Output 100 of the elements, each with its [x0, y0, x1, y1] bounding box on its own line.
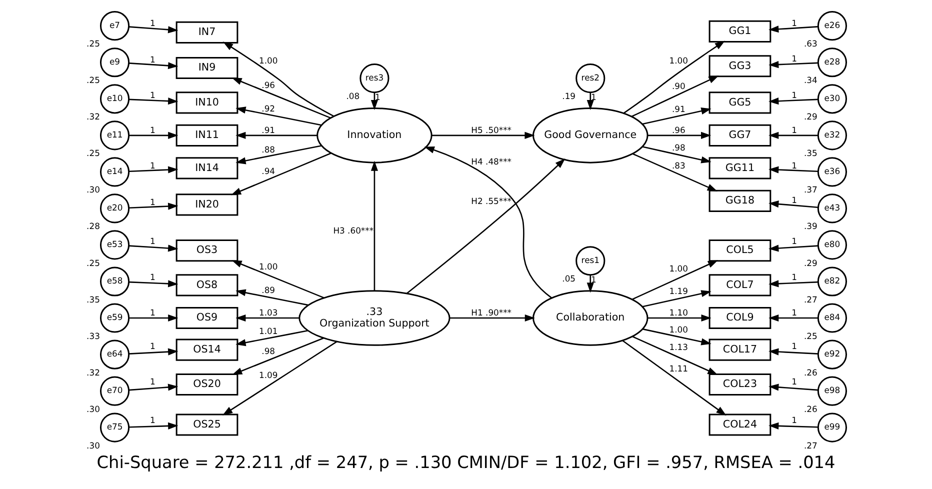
arrow: [648, 314, 712, 322]
node-circle: e9: [100, 48, 130, 78]
arrow: [129, 244, 178, 252]
arrow: [230, 152, 332, 196]
arrow: [768, 166, 818, 174]
node-label: .25: [804, 330, 818, 341]
arrow: [632, 153, 718, 192]
node-box: IN14: [176, 157, 238, 180]
node-label: .63: [804, 38, 818, 49]
node-box: GG1: [708, 20, 772, 43]
node-circle: e28: [817, 48, 847, 78]
node-circle: e7: [100, 11, 130, 41]
node-circle: e10: [100, 84, 130, 114]
arrow: [236, 106, 322, 126]
node-label: .25: [86, 38, 100, 49]
node-box: IN20: [176, 194, 238, 216]
node-circle: e59: [100, 303, 130, 333]
edge-label: 1: [150, 54, 156, 65]
arrow: [129, 280, 178, 288]
node-label: .35: [804, 148, 818, 158]
arrow: [424, 146, 552, 298]
arrow: [129, 202, 178, 210]
edge-label: 1.00: [669, 324, 688, 334]
node-circle: e84: [817, 303, 847, 333]
node-ellipse: .33 Organization Support: [298, 290, 450, 346]
node-circle: e92: [817, 340, 847, 370]
node-circle: res2: [576, 64, 606, 94]
node-box: IN9: [176, 56, 238, 80]
arrow: [768, 348, 818, 356]
node-label: .30: [86, 404, 100, 414]
arrow: [236, 314, 300, 322]
arrow: [222, 341, 338, 416]
node-label: .30: [86, 184, 100, 195]
edge-label: 1: [590, 92, 596, 102]
arrow: [129, 314, 178, 322]
arrow: [632, 336, 718, 375]
edge-label: 1: [792, 272, 797, 282]
node-box: COL5: [708, 240, 772, 262]
edge-label: .96: [262, 80, 276, 90]
edge-label: .91: [262, 124, 276, 135]
arrow: [623, 40, 726, 114]
edge-label: .90: [672, 80, 686, 91]
arrow: [768, 422, 818, 430]
arrow: [768, 200, 818, 208]
edge-label: 1: [150, 160, 156, 170]
arrow: [768, 280, 818, 288]
node-circle: e70: [100, 376, 130, 406]
node-box: GG3: [708, 55, 772, 78]
arrow: [129, 422, 178, 430]
arrow: [370, 160, 378, 291]
node-ellipse: Good Governance: [532, 108, 648, 164]
arrow: [642, 328, 712, 346]
arrow: [232, 337, 324, 375]
arrow: [129, 132, 178, 139]
arrow: [236, 145, 322, 164]
arrow: [129, 348, 178, 356]
edge-label: 1.00: [258, 56, 278, 66]
node-box: OS8: [176, 274, 238, 296]
arrow: [450, 314, 535, 322]
node-circle: e30: [817, 84, 847, 114]
arrow: [222, 42, 334, 117]
edge-label: 1: [150, 341, 156, 352]
arrow: [129, 384, 178, 391]
caption: Chi-Square = 272.211 ,df = 247, p = .130 CMIN/DF = 1.102, GFI = .957, RMSEA = .014: [96, 452, 836, 472]
edge-label: 1: [150, 196, 156, 207]
node-box: COL7: [708, 274, 772, 296]
edge-label: 1: [150, 18, 156, 28]
arrow: [406, 158, 566, 294]
edge-label: 1.00: [258, 262, 278, 272]
edge-label: 1: [792, 341, 797, 352]
edge-label: 1: [375, 92, 380, 102]
node-label: .26: [804, 404, 818, 414]
edge-label: 1: [792, 90, 797, 100]
arrow: [632, 260, 718, 300]
node-box: GG11: [708, 157, 772, 180]
edge-label: 1: [150, 124, 156, 135]
arrow: [648, 132, 712, 139]
node-box: GG7: [708, 124, 772, 146]
node-label: .27: [804, 440, 818, 450]
arrow: [129, 166, 178, 174]
node-box: OS14: [176, 338, 238, 361]
node-label: .29: [804, 112, 818, 122]
node-circle: e53: [100, 230, 130, 260]
arrow: [432, 132, 535, 139]
edge-label: .98: [672, 142, 686, 153]
edge-label: 1: [150, 376, 156, 387]
arrow: [236, 132, 318, 139]
node-box: GG5: [708, 92, 772, 114]
edge-label: 1.01: [258, 326, 278, 336]
node-circle: e11: [100, 120, 130, 150]
node-circle: res3: [360, 64, 390, 94]
node-circle: e14: [100, 157, 130, 187]
node-label: .34: [804, 75, 818, 86]
node-label: .37: [804, 184, 818, 195]
edge-label: .91: [672, 104, 686, 114]
edge-label: 1.09: [258, 370, 278, 380]
arrow: [622, 340, 726, 416]
node-label: .25: [86, 75, 100, 86]
node-circle: e20: [100, 194, 130, 224]
edge-label: .96: [672, 124, 686, 135]
